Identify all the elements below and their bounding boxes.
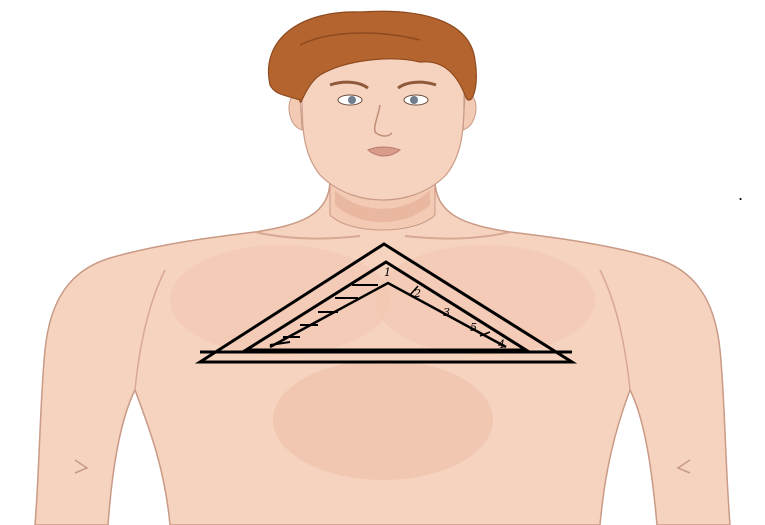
pectoral-right	[375, 245, 595, 355]
tick-label: 5	[470, 321, 477, 334]
tick-label: 1	[384, 266, 391, 279]
body-illustration	[35, 150, 730, 525]
tick-label: 2	[413, 287, 421, 300]
abdomen-shade	[273, 360, 493, 480]
iris-right	[410, 96, 418, 104]
tick-label: 4	[497, 338, 505, 351]
tick-label: 3	[443, 306, 450, 319]
iris-left	[348, 96, 356, 104]
stray-dot: .	[738, 185, 743, 204]
head-illustration	[268, 11, 476, 200]
